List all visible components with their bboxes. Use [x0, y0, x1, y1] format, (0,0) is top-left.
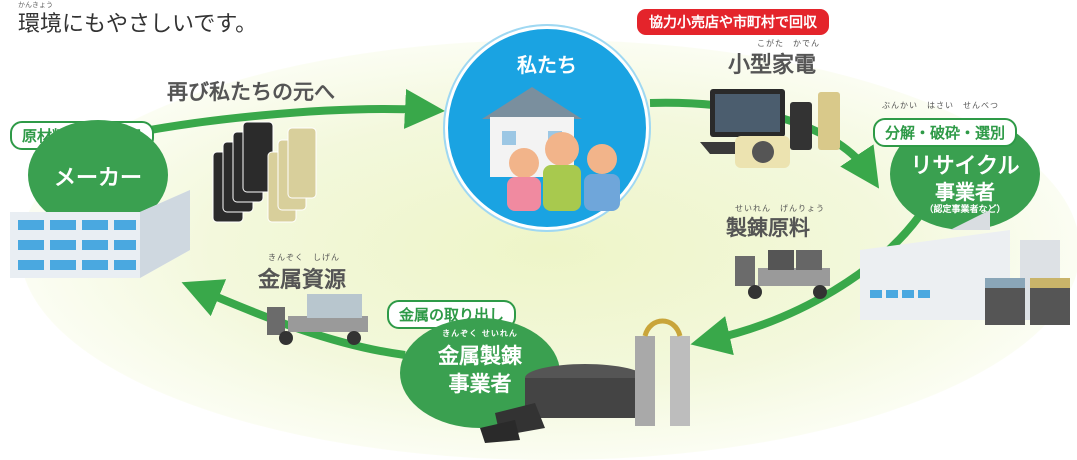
smelter-line1: 金属製錬: [438, 344, 522, 368]
maker-label: メーカー: [53, 166, 142, 191]
back-to-us-label: 再び私たちの元へ: [167, 80, 335, 104]
appliances-icon: [700, 89, 840, 168]
recycler-line1: リサイクル: [910, 154, 1020, 179]
family-house-icon: [482, 87, 620, 211]
sorting-furigana: ぶんかい はさい せんべつ: [882, 101, 999, 110]
metal-resources-label: 金属資源: [258, 268, 347, 293]
metal-resources-furigana: きんぞく しげん: [268, 253, 340, 262]
recycling-plant-icon: [860, 210, 1070, 325]
refining-material-furigana: せいれん げんりょう: [735, 204, 825, 213]
recycled-phones-icon: [212, 121, 317, 223]
small-appliances-furigana: こがた かでん: [757, 39, 820, 48]
resource-truck-icon: [267, 294, 368, 345]
factory-building-icon: [10, 190, 190, 278]
smelter-furigana: きんぞく せいれん: [442, 329, 518, 338]
recycler-line2: 事業者: [935, 180, 995, 204]
us-circle: 私たち: [445, 26, 649, 230]
recycler-note: （認定事業者など）: [924, 205, 1006, 215]
us-label: 私たち: [517, 53, 577, 77]
sorting-badge: 分解・破砕・選別: [873, 118, 1018, 147]
smelting-plant-icon: [480, 318, 690, 443]
intro-ruby: かんきょう: [18, 1, 53, 9]
arrow-us-to-recycler: [649, 98, 880, 189]
arrow-recycler-to-smelter: [690, 212, 924, 356]
material-truck-icon: [735, 250, 830, 299]
collection-badge: 協力小売店や市町村で回収: [637, 9, 829, 35]
intro-label: 環境にもやさしいです。: [18, 12, 258, 37]
small-appliances-label: 小型家電: [728, 53, 817, 78]
intro-text: かんきょう 環境にもやさしいです。: [18, 1, 258, 38]
refining-material-label: 製錬原料: [726, 216, 810, 240]
smelter-line2: 事業者: [448, 372, 512, 396]
